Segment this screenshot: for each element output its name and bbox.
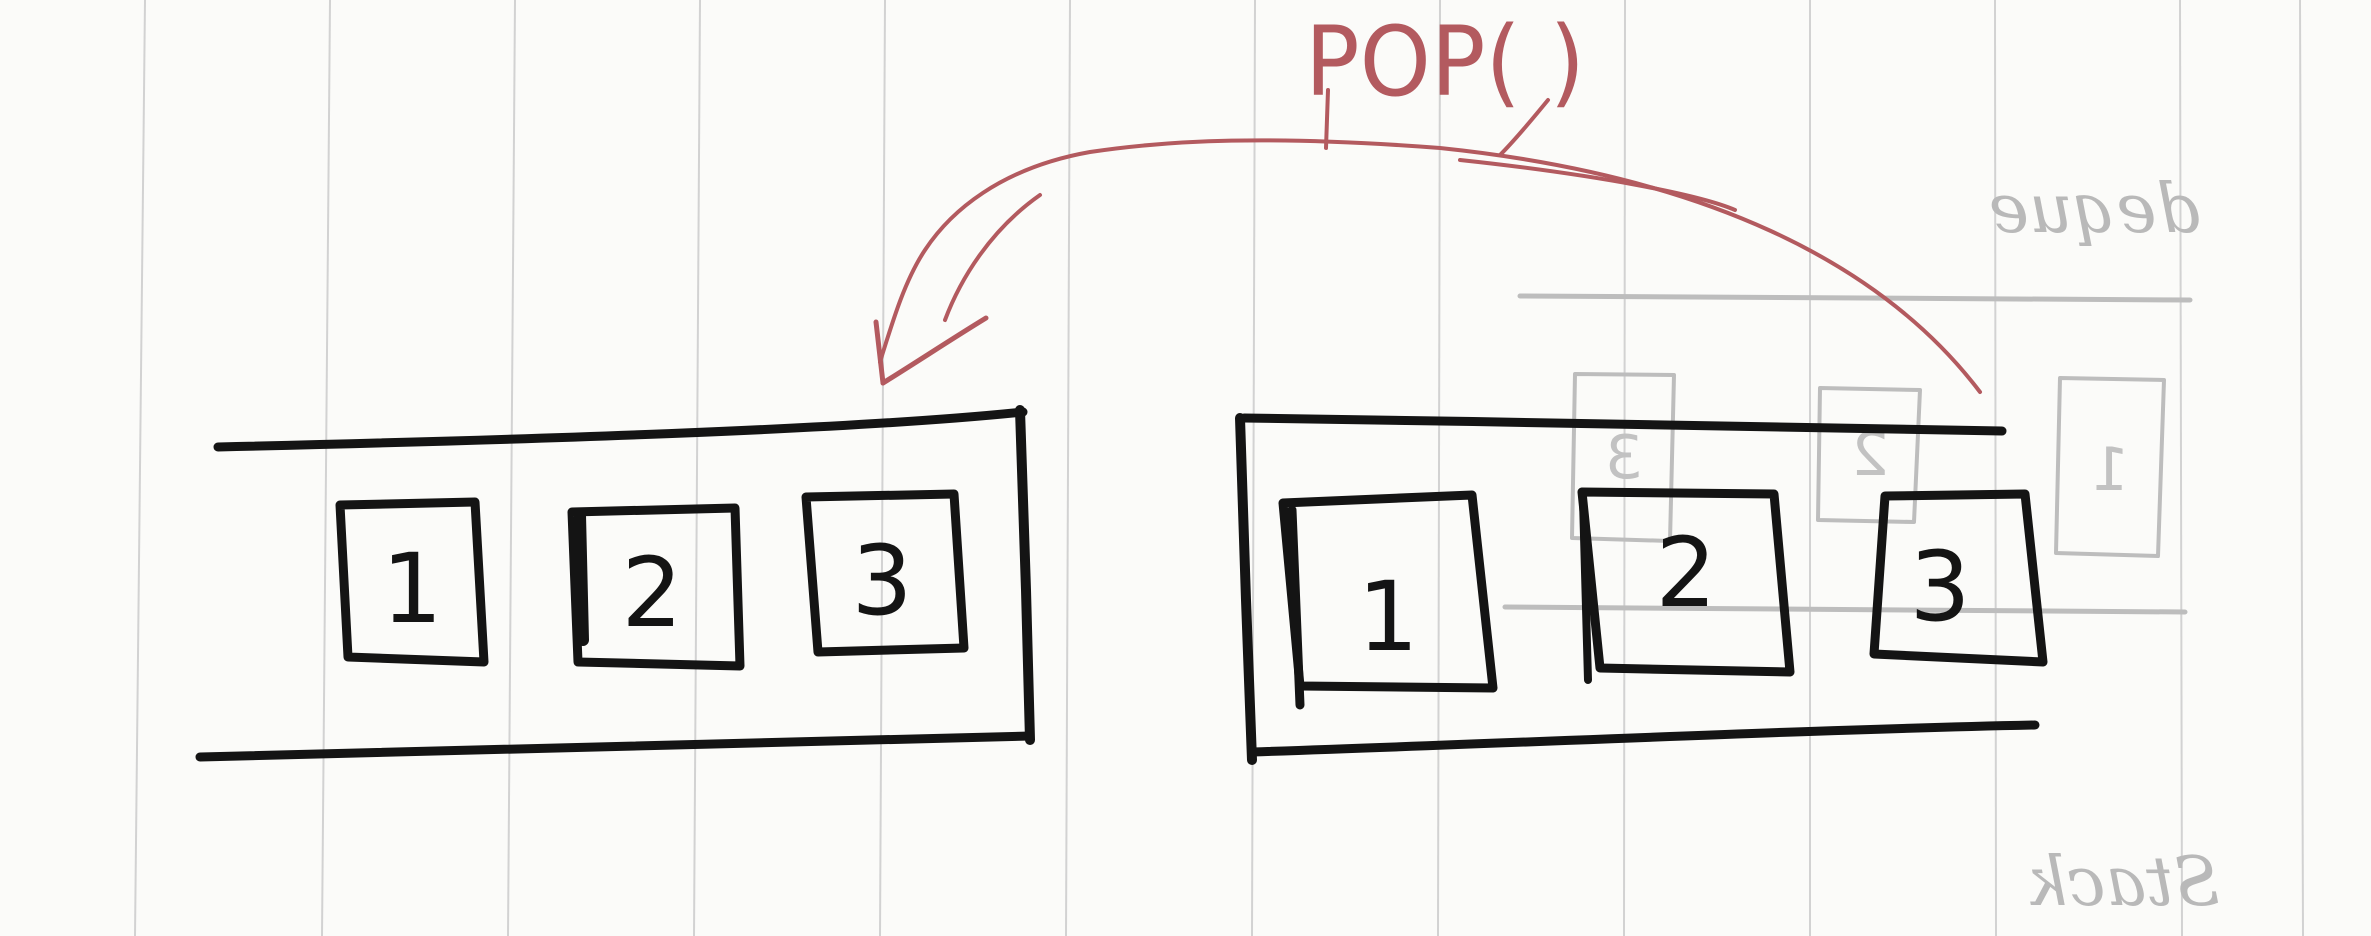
right-box-2: 2 xyxy=(1577,487,1795,684)
show-through-box-label: 1 xyxy=(2091,435,2129,505)
pop-arrow-stroke xyxy=(1458,158,1737,212)
box-label: 2 xyxy=(621,537,682,649)
left-end-wall xyxy=(1015,405,1035,745)
box-label: 3 xyxy=(851,525,912,637)
show-through-box-1 xyxy=(2054,376,2166,558)
box-label: 2 xyxy=(1655,517,1716,629)
show-through-sketch: deque Stack 1 2 3 xyxy=(1502,170,2220,922)
left-box-1: 1 xyxy=(335,497,489,667)
show-through-rail-bottom xyxy=(1502,604,2188,615)
left-rail-top xyxy=(213,407,1028,452)
rule-line xyxy=(1623,0,1626,936)
pop-arrow-stroke xyxy=(943,193,1042,322)
right-box-3: 3 xyxy=(1869,489,2048,667)
pop-label: POP( ) xyxy=(1305,6,1585,118)
right-container: 1 2 3 xyxy=(1235,413,2048,765)
show-through-word-top: deque xyxy=(1989,170,2200,249)
rule-line xyxy=(2179,0,2183,936)
box-label: 3 xyxy=(1909,531,1970,643)
pop-label-connector xyxy=(1498,98,1550,157)
pop-arrow-curve xyxy=(878,138,1982,394)
rule-line xyxy=(1437,0,1441,936)
left-box-2: 2 xyxy=(567,503,745,671)
right-end-wall xyxy=(1235,413,1257,765)
left-box-3: 3 xyxy=(801,489,969,657)
pop-arrow: POP( ) xyxy=(873,6,1982,394)
pop-arrowhead-left xyxy=(873,319,886,386)
box-label: 1 xyxy=(1357,561,1418,673)
show-through-box-label: 3 xyxy=(1605,423,1643,493)
rule-line xyxy=(693,0,701,936)
rule-line xyxy=(1994,0,1997,936)
rule-line xyxy=(134,0,146,936)
box-label: 1 xyxy=(381,533,442,645)
show-through-word-bottom: Stack xyxy=(2026,843,2220,922)
rule-line xyxy=(2299,0,2304,936)
show-through-rail-top xyxy=(1517,293,2193,303)
rule-line xyxy=(507,0,516,936)
right-box-1: 1 xyxy=(1278,490,1498,710)
rule-line xyxy=(1251,0,1256,936)
rule-line xyxy=(1065,0,1071,936)
pop-arrowhead-right xyxy=(880,315,989,386)
right-rail-top xyxy=(1239,413,2007,436)
rule-line xyxy=(321,0,331,936)
rule-line xyxy=(879,0,886,936)
left-rail-bottom xyxy=(195,731,1035,762)
show-through-box-2 xyxy=(1816,386,1922,524)
right-rail-bottom xyxy=(1247,720,2040,757)
left-container: 1 2 3 xyxy=(195,405,1035,762)
show-through-box-3 xyxy=(1570,372,1676,543)
pop-label-connector xyxy=(1324,88,1330,150)
